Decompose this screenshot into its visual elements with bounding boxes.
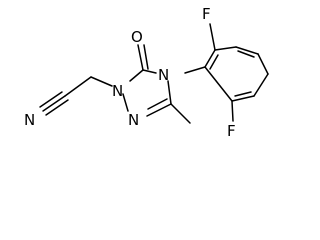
bond-n1-n2 bbox=[122, 93, 129, 112]
bond-c5-n4 bbox=[142, 69, 157, 74]
bond-aromatic-inner-1 bbox=[237, 50, 255, 58]
bond-nitrile-2 bbox=[39, 91, 63, 108]
bond-nitrile-1 bbox=[42, 95, 66, 112]
bond-c3-n2 bbox=[146, 103, 172, 117]
atom-label-f-bottom: F bbox=[227, 122, 236, 140]
bond-c7-f-bottom bbox=[231, 100, 234, 122]
bond-c3-methyl bbox=[170, 103, 191, 124]
atom-label-o: O bbox=[131, 28, 143, 46]
bond-n1-ch2 bbox=[90, 76, 113, 87]
bond-c2-f-top bbox=[209, 23, 216, 51]
atom-label-n1: N bbox=[112, 82, 123, 100]
bond-aromatic-inner-3 bbox=[209, 54, 219, 70]
bond-c3-c4 bbox=[235, 46, 259, 55]
bond-c6-c7 bbox=[231, 95, 255, 102]
bond-c2-c3 bbox=[214, 46, 237, 51]
bond-n4-c-aryl bbox=[184, 66, 206, 74]
bond-nitrile-3 bbox=[45, 99, 69, 116]
bond-c1-c2 bbox=[204, 49, 216, 68]
bond-c5-o-double bbox=[143, 44, 149, 70]
atom-label-n4: N bbox=[158, 66, 169, 84]
bond-c7-c1 bbox=[204, 66, 233, 102]
bond-c5-c6 bbox=[253, 73, 269, 97]
bond-ch2-c-nitrile bbox=[64, 76, 92, 97]
atom-label-n2: N bbox=[128, 111, 139, 129]
structure-diagram: F F O N N N N bbox=[24, 5, 269, 140]
bond-aromatic-inner-2 bbox=[234, 91, 252, 97]
bond-n4-c3 bbox=[167, 80, 172, 105]
bond-c5-n1 bbox=[129, 69, 144, 82]
bond-c5-o bbox=[137, 44, 144, 71]
atom-label-f-top: F bbox=[202, 5, 211, 23]
bond-c3-n2-double bbox=[147, 98, 168, 110]
atom-label-n-nitrile: N bbox=[24, 111, 35, 129]
bond-c4-c5 bbox=[257, 53, 269, 75]
